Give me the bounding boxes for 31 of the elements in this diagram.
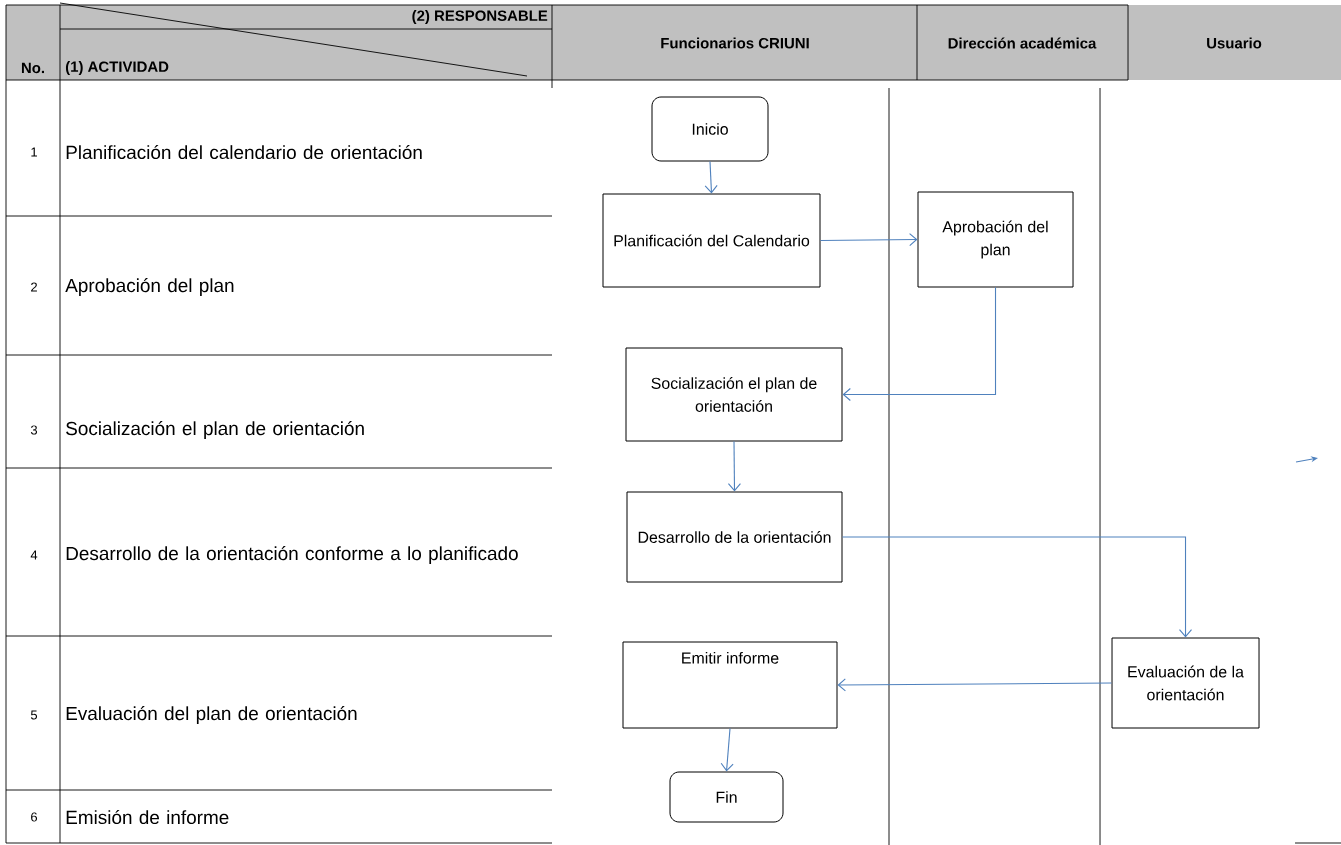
process-box: Socialización el plan de orientación <box>625 347 843 442</box>
terminal-box: Inicio <box>651 96 769 162</box>
row-number: 4 <box>30 550 38 560</box>
arrow <box>842 286 997 402</box>
column-header: Funcionarios CRIUNI <box>552 5 917 80</box>
process-box: Aprobación del plan <box>917 191 1074 288</box>
process-box: Emitir informe <box>622 641 838 729</box>
column-header: Usuario <box>1128 5 1341 80</box>
row-number: 3 <box>30 425 38 435</box>
activity-text: Emisión de informe <box>66 809 229 825</box>
column-header: No. <box>6 5 60 80</box>
row-number: 5 <box>30 710 38 720</box>
row-number: 2 <box>31 282 37 292</box>
terminal-box: Fin <box>669 771 784 823</box>
activity-text: Evaluación del plan de orientación <box>66 706 357 724</box>
arrow <box>704 160 718 194</box>
arrow <box>837 678 1113 692</box>
activity-text: Planificación del calendario de orientación <box>66 144 422 160</box>
activity-text: Desarrollo de la orientación conforme a lo planificado <box>66 546 518 564</box>
process-box: Evaluación de la orientación <box>1111 637 1260 729</box>
arrow <box>841 536 1193 638</box>
arrow <box>819 233 918 247</box>
process-box: Planificación del Calendario <box>602 193 821 288</box>
column-header: Dirección académica <box>917 5 1128 80</box>
row-number: 1 <box>31 147 37 157</box>
activity-text: Aprobación del plan <box>65 278 234 296</box>
process-box: Desarrollo de la orientación <box>626 491 843 583</box>
arrow <box>720 727 734 772</box>
activity-text: Socialización el plan de orientación <box>66 421 364 439</box>
row-number: 6 <box>31 812 38 822</box>
arrow <box>727 440 741 492</box>
